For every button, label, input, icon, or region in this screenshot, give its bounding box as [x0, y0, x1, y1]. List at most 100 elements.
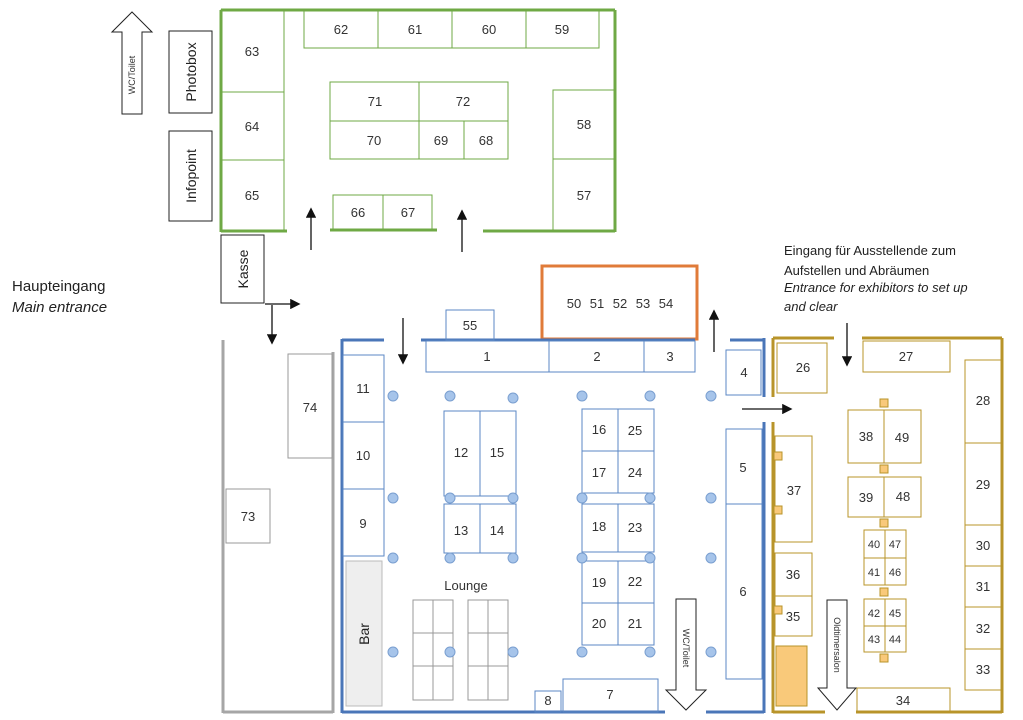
booth-9[interactable]: [342, 488, 385, 557]
booth-57[interactable]: [552, 158, 616, 231]
svg-text:17: 17: [592, 465, 606, 480]
svg-text:66: 66: [351, 205, 365, 220]
svg-text:24: 24: [628, 465, 642, 480]
svg-text:44: 44: [889, 634, 901, 646]
svg-text:40: 40: [868, 539, 880, 551]
booth-46[interactable]: [884, 557, 907, 586]
booth-3[interactable]: [643, 340, 696, 373]
yellow-area: [775, 645, 808, 707]
booth-8[interactable]: [534, 690, 562, 713]
svg-text:48: 48: [896, 489, 910, 504]
svg-text:9: 9: [359, 516, 366, 531]
svg-text:61: 61: [408, 22, 422, 37]
svg-text:23: 23: [628, 520, 642, 535]
booth-33[interactable]: [964, 648, 1002, 691]
svg-text:58: 58: [577, 117, 591, 132]
svg-text:71: 71: [368, 94, 382, 109]
booth-67[interactable]: [382, 194, 433, 231]
svg-text:43: 43: [868, 634, 880, 646]
svg-text:42: 42: [868, 608, 880, 620]
booth-labels: 62 61 60 59 63 64 65 71 72 70 69 68 58 5…: [241, 22, 990, 708]
svg-text:7: 7: [606, 687, 613, 702]
svg-text:12: 12: [454, 445, 468, 460]
svg-text:73: 73: [241, 509, 255, 524]
photobox-box[interactable]: [168, 30, 213, 114]
exhibitor-entrance-de-2: Aufstellen und Abräumen: [784, 263, 929, 278]
wc-label-bottom: WC/Toilet: [681, 629, 691, 668]
booth-73[interactable]: [225, 488, 271, 544]
booth-35[interactable]: [774, 595, 813, 637]
booth-68[interactable]: [463, 120, 509, 160]
svg-text:27: 27: [899, 349, 913, 364]
booth-74[interactable]: [287, 353, 333, 459]
svg-text:60: 60: [482, 22, 496, 37]
svg-text:47: 47: [889, 539, 901, 551]
svg-text:29: 29: [976, 477, 990, 492]
svg-text:28: 28: [976, 393, 990, 408]
lounge-tables: [412, 599, 509, 701]
svg-text:37: 37: [787, 483, 801, 498]
oldtimersalon-label: Oldtimersalon: [832, 617, 842, 673]
svg-text:69: 69: [434, 133, 448, 148]
booth-65[interactable]: [220, 159, 285, 231]
svg-text:31: 31: [976, 579, 990, 594]
infopoint-box[interactable]: [168, 130, 213, 222]
booth-26[interactable]: [776, 342, 828, 394]
booth-44[interactable]: [884, 625, 907, 653]
booth-24[interactable]: [617, 450, 655, 494]
booth-55[interactable]: [445, 309, 495, 341]
kasse-box[interactable]: [220, 234, 265, 304]
svg-text:34: 34: [896, 693, 910, 708]
infopoint-label: Infopoint: [183, 149, 199, 203]
svg-text:50: 50: [567, 296, 581, 311]
svg-text:32: 32: [976, 621, 990, 636]
booth-48[interactable]: [883, 476, 922, 518]
booth-49[interactable]: [883, 409, 922, 464]
svg-text:25: 25: [628, 423, 642, 438]
booth-7[interactable]: [562, 678, 659, 713]
booth-27[interactable]: [862, 340, 951, 373]
lounge-label: Lounge: [444, 578, 487, 593]
svg-text:8: 8: [544, 693, 551, 708]
svg-text:70: 70: [367, 133, 381, 148]
svg-text:21: 21: [628, 616, 642, 631]
svg-text:19: 19: [592, 575, 606, 590]
svg-text:63: 63: [245, 44, 259, 59]
svg-text:45: 45: [889, 608, 901, 620]
svg-text:22: 22: [628, 574, 642, 589]
svg-text:13: 13: [454, 523, 468, 538]
wc-arrow-up-icon: [110, 11, 154, 115]
svg-text:35: 35: [786, 609, 800, 624]
grey-area: [221, 340, 335, 714]
green-booths: [220, 9, 616, 231]
booth-34[interactable]: [856, 687, 951, 713]
svg-text:57: 57: [577, 188, 591, 203]
main-entrance-de: Haupteingang: [12, 278, 105, 295]
svg-text:46: 46: [889, 567, 901, 579]
main-entrance-en: Main entrance: [12, 299, 107, 316]
svg-text:64: 64: [245, 119, 259, 134]
svg-text:38: 38: [859, 429, 873, 444]
direction-arrows: [265, 207, 853, 415]
exhibitor-entrance-de-1: Eingang für Ausstellende zum: [784, 243, 956, 258]
booth-4[interactable]: [725, 349, 762, 396]
booth-59[interactable]: [525, 9, 600, 49]
svg-text:74: 74: [303, 400, 317, 415]
gold-markers: [773, 398, 889, 663]
gold-hall: [771, 336, 1004, 714]
svg-text:30: 30: [976, 538, 990, 553]
svg-text:54: 54: [659, 296, 673, 311]
booth-15[interactable]: [479, 410, 517, 497]
oldtimersalon-arrow-icon: [816, 599, 858, 711]
booth-6[interactable]: [725, 503, 763, 680]
svg-text:67: 67: [401, 205, 415, 220]
booth-37[interactable]: [774, 435, 813, 543]
svg-text:26: 26: [796, 360, 810, 375]
booth-21[interactable]: [617, 602, 655, 646]
booth-23[interactable]: [617, 503, 655, 553]
booth-14[interactable]: [479, 503, 517, 554]
bar-counter: [345, 560, 383, 707]
svg-text:52: 52: [613, 296, 627, 311]
svg-text:6: 6: [739, 584, 746, 599]
svg-text:65: 65: [245, 188, 259, 203]
